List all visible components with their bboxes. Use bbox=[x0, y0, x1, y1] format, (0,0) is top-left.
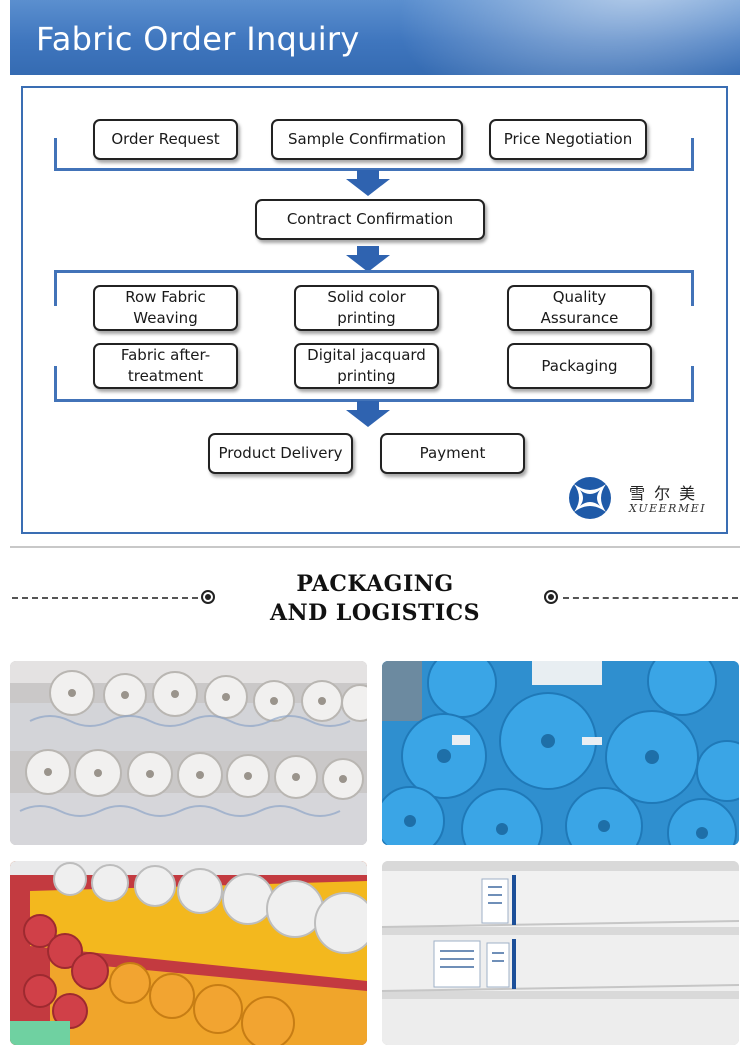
product-delivery-box: Product Delivery bbox=[208, 433, 353, 474]
logo-mark-icon bbox=[569, 477, 611, 519]
right-dashed-rule bbox=[563, 597, 738, 599]
logo-latin-text: XUEERMEI bbox=[629, 502, 707, 515]
price-negotiation-box: Price Negotiation bbox=[489, 119, 647, 160]
down-arrow-icon bbox=[346, 170, 390, 196]
down-arrow-icon bbox=[346, 401, 390, 427]
section-title: PACKAGING AND LOGISTICS bbox=[0, 570, 750, 628]
logo-chinese-text: 雪 尔 美 bbox=[629, 484, 698, 503]
photo-white-fabric-rolls bbox=[10, 661, 367, 845]
left-bullet-icon bbox=[201, 590, 215, 604]
photo-blue-wrapped-rolls bbox=[382, 661, 739, 845]
order-flow-panel: Order Request Sample Confirmation Price … bbox=[21, 86, 728, 534]
right-bullet-icon bbox=[544, 590, 558, 604]
solid-color-printing-box: Solid color printing bbox=[294, 285, 439, 331]
process-bottom-bracket bbox=[54, 366, 694, 402]
fabric-after-treatment-box: Fabric after- treatment bbox=[93, 343, 238, 389]
labeled-rolls-image bbox=[382, 861, 739, 1045]
section-title-line1: PACKAGING bbox=[296, 571, 454, 597]
photo-white-labeled-rolls bbox=[382, 861, 739, 1045]
sample-confirmation-box: Sample Confirmation bbox=[271, 119, 463, 160]
down-arrow-icon bbox=[346, 246, 390, 272]
header-sheen bbox=[343, 0, 740, 75]
process-top-bracket bbox=[54, 270, 694, 306]
quality-assurance-box: Quality Assurance bbox=[507, 285, 652, 331]
left-dashed-rule bbox=[12, 597, 198, 599]
photo-colored-fabric-rolls bbox=[10, 861, 367, 1045]
digital-jacquard-printing-box: Digital jacquard printing bbox=[294, 343, 439, 389]
order-request-box: Order Request bbox=[93, 119, 238, 160]
row1-bracket bbox=[54, 138, 694, 171]
packaging-box: Packaging bbox=[507, 343, 652, 389]
blue-rolls-image bbox=[382, 661, 739, 845]
row-fabric-weaving-box: Row Fabric Weaving bbox=[93, 285, 238, 331]
contract-confirmation-box: Contract Confirmation bbox=[255, 199, 485, 240]
section-divider bbox=[10, 546, 740, 548]
xueermei-logo: 雪 尔 美 XUEERMEI bbox=[566, 474, 716, 522]
white-rolls-image bbox=[10, 661, 367, 845]
payment-box: Payment bbox=[380, 433, 525, 474]
page-title: Fabric Order Inquiry bbox=[36, 20, 360, 58]
section-title-line2: AND LOGISTICS bbox=[269, 600, 481, 626]
header-banner: Fabric Order Inquiry bbox=[10, 0, 740, 75]
colored-rolls-image bbox=[10, 861, 367, 1045]
